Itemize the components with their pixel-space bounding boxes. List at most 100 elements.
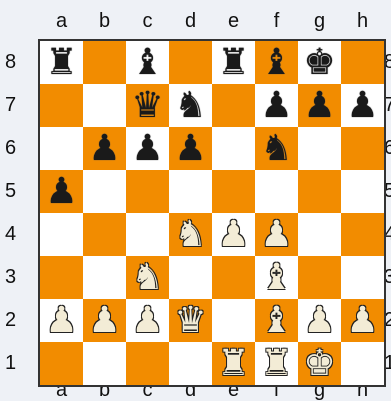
square-h3[interactable] (341, 256, 384, 299)
square-f7[interactable]: ♟ (255, 84, 298, 127)
black-rook-icon[interactable]: ♜ (212, 41, 255, 84)
file-label-top-e: e (212, 11, 255, 31)
white-bishop-icon[interactable]: ♝ (255, 299, 298, 342)
square-f8[interactable]: ♝ (255, 41, 298, 84)
white-rook-icon[interactable]: ♜ (255, 342, 298, 385)
square-c2[interactable]: ♟ (126, 299, 169, 342)
square-h6[interactable] (341, 127, 384, 170)
square-a6[interactable] (40, 127, 83, 170)
white-knight-icon[interactable]: ♞ (169, 213, 212, 256)
black-knight-icon[interactable]: ♞ (169, 84, 212, 127)
square-e5[interactable] (212, 170, 255, 213)
black-pawn-icon[interactable]: ♟ (169, 127, 212, 170)
black-knight-icon[interactable]: ♞ (255, 127, 298, 170)
black-rook-icon[interactable]: ♜ (40, 41, 83, 84)
square-c8[interactable]: ♝ (126, 41, 169, 84)
square-b3[interactable] (83, 256, 126, 299)
black-pawn-icon[interactable]: ♟ (83, 127, 126, 170)
square-a4[interactable] (40, 213, 83, 256)
square-e1[interactable]: ♜ (212, 342, 255, 385)
white-queen-icon[interactable]: ♛ (169, 299, 212, 342)
square-d6[interactable]: ♟ (169, 127, 212, 170)
black-queen-icon[interactable]: ♛ (126, 84, 169, 127)
square-c6[interactable]: ♟ (126, 127, 169, 170)
white-pawn-icon[interactable]: ♟ (341, 299, 384, 342)
square-f2[interactable]: ♝ (255, 299, 298, 342)
white-pawn-icon[interactable]: ♟ (126, 299, 169, 342)
square-a7[interactable] (40, 84, 83, 127)
square-d8[interactable] (169, 41, 212, 84)
square-f3[interactable]: ♝ (255, 256, 298, 299)
white-bishop-icon[interactable]: ♝ (255, 256, 298, 299)
square-c1[interactable] (126, 342, 169, 385)
square-b8[interactable] (83, 41, 126, 84)
black-bishop-icon[interactable]: ♝ (126, 41, 169, 84)
square-e4[interactable]: ♟ (212, 213, 255, 256)
square-c7[interactable]: ♛ (126, 84, 169, 127)
black-bishop-icon[interactable]: ♝ (255, 41, 298, 84)
file-label-top-c: c (126, 11, 169, 31)
rank-label-left-6: 6 (5, 138, 23, 158)
white-rook-icon[interactable]: ♜ (212, 342, 255, 385)
white-pawn-icon[interactable]: ♟ (255, 213, 298, 256)
black-pawn-icon[interactable]: ♟ (341, 84, 384, 127)
square-h7[interactable]: ♟ (341, 84, 384, 127)
square-g5[interactable] (298, 170, 341, 213)
white-pawn-icon[interactable]: ♟ (83, 299, 126, 342)
square-f6[interactable]: ♞ (255, 127, 298, 170)
square-h1[interactable] (341, 342, 384, 385)
square-f4[interactable]: ♟ (255, 213, 298, 256)
square-h5[interactable] (341, 170, 384, 213)
chess-board[interactable]: ♜♝♜♝♚♛♞♟♟♟♟♟♟♞♟♞♟♟♞♝♟♟♟♛♝♟♟♜♜♚ (38, 39, 386, 387)
square-d2[interactable]: ♛ (169, 299, 212, 342)
square-f1[interactable]: ♜ (255, 342, 298, 385)
square-f5[interactable] (255, 170, 298, 213)
square-d5[interactable] (169, 170, 212, 213)
black-pawn-icon[interactable]: ♟ (126, 127, 169, 170)
square-g7[interactable]: ♟ (298, 84, 341, 127)
square-a1[interactable] (40, 342, 83, 385)
square-h2[interactable]: ♟ (341, 299, 384, 342)
file-label-top-h: h (341, 11, 384, 31)
square-b2[interactable]: ♟ (83, 299, 126, 342)
square-c4[interactable] (126, 213, 169, 256)
white-pawn-icon[interactable]: ♟ (298, 299, 341, 342)
square-e2[interactable] (212, 299, 255, 342)
black-pawn-icon[interactable]: ♟ (255, 84, 298, 127)
square-e3[interactable] (212, 256, 255, 299)
square-d4[interactable]: ♞ (169, 213, 212, 256)
square-b7[interactable] (83, 84, 126, 127)
square-e8[interactable]: ♜ (212, 41, 255, 84)
square-g4[interactable] (298, 213, 341, 256)
file-label-top-a: a (40, 11, 83, 31)
square-h4[interactable] (341, 213, 384, 256)
square-a5[interactable]: ♟ (40, 170, 83, 213)
square-b1[interactable] (83, 342, 126, 385)
white-knight-icon[interactable]: ♞ (126, 256, 169, 299)
square-e6[interactable] (212, 127, 255, 170)
square-a8[interactable]: ♜ (40, 41, 83, 84)
square-b5[interactable] (83, 170, 126, 213)
square-g6[interactable] (298, 127, 341, 170)
square-a2[interactable]: ♟ (40, 299, 83, 342)
square-h8[interactable] (341, 41, 384, 84)
square-g1[interactable]: ♚ (298, 342, 341, 385)
black-pawn-icon[interactable]: ♟ (298, 84, 341, 127)
square-d1[interactable] (169, 342, 212, 385)
square-e7[interactable] (212, 84, 255, 127)
square-d3[interactable] (169, 256, 212, 299)
square-a3[interactable] (40, 256, 83, 299)
square-d7[interactable]: ♞ (169, 84, 212, 127)
square-g2[interactable]: ♟ (298, 299, 341, 342)
square-g3[interactable] (298, 256, 341, 299)
square-c5[interactable] (126, 170, 169, 213)
black-pawn-icon[interactable]: ♟ (40, 170, 83, 213)
black-king-icon[interactable]: ♚ (298, 41, 341, 84)
white-king-icon[interactable]: ♚ (298, 342, 341, 385)
white-pawn-icon[interactable]: ♟ (40, 299, 83, 342)
square-g8[interactable]: ♚ (298, 41, 341, 84)
white-pawn-icon[interactable]: ♟ (212, 213, 255, 256)
square-b6[interactable]: ♟ (83, 127, 126, 170)
square-b4[interactable] (83, 213, 126, 256)
square-c3[interactable]: ♞ (126, 256, 169, 299)
